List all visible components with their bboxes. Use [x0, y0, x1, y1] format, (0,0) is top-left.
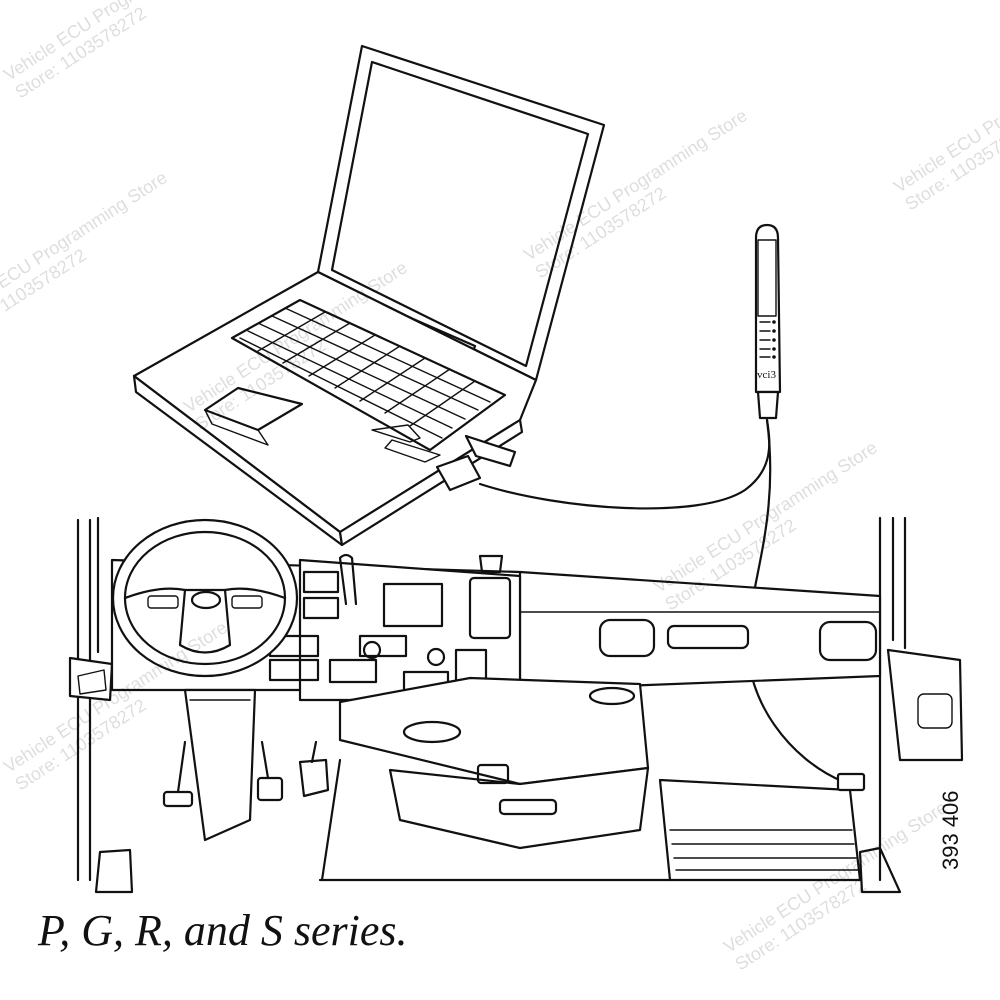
vci3-device: vci3	[754, 223, 782, 420]
usb-plug-icon	[435, 434, 517, 492]
truck-cab-interior	[68, 516, 964, 894]
steering-wheel	[111, 518, 299, 678]
figure-reference-number: 393 406	[938, 790, 963, 870]
status-led-icons	[759, 320, 776, 359]
keyboard-keys	[231, 299, 491, 439]
obd-diagnostic-port-icon	[836, 772, 866, 792]
device-label: vci3	[757, 369, 776, 381]
laptop	[132, 44, 606, 547]
series-caption: P, G, R, and S series.	[38, 906, 408, 955]
diagnostic-cable	[478, 418, 771, 510]
